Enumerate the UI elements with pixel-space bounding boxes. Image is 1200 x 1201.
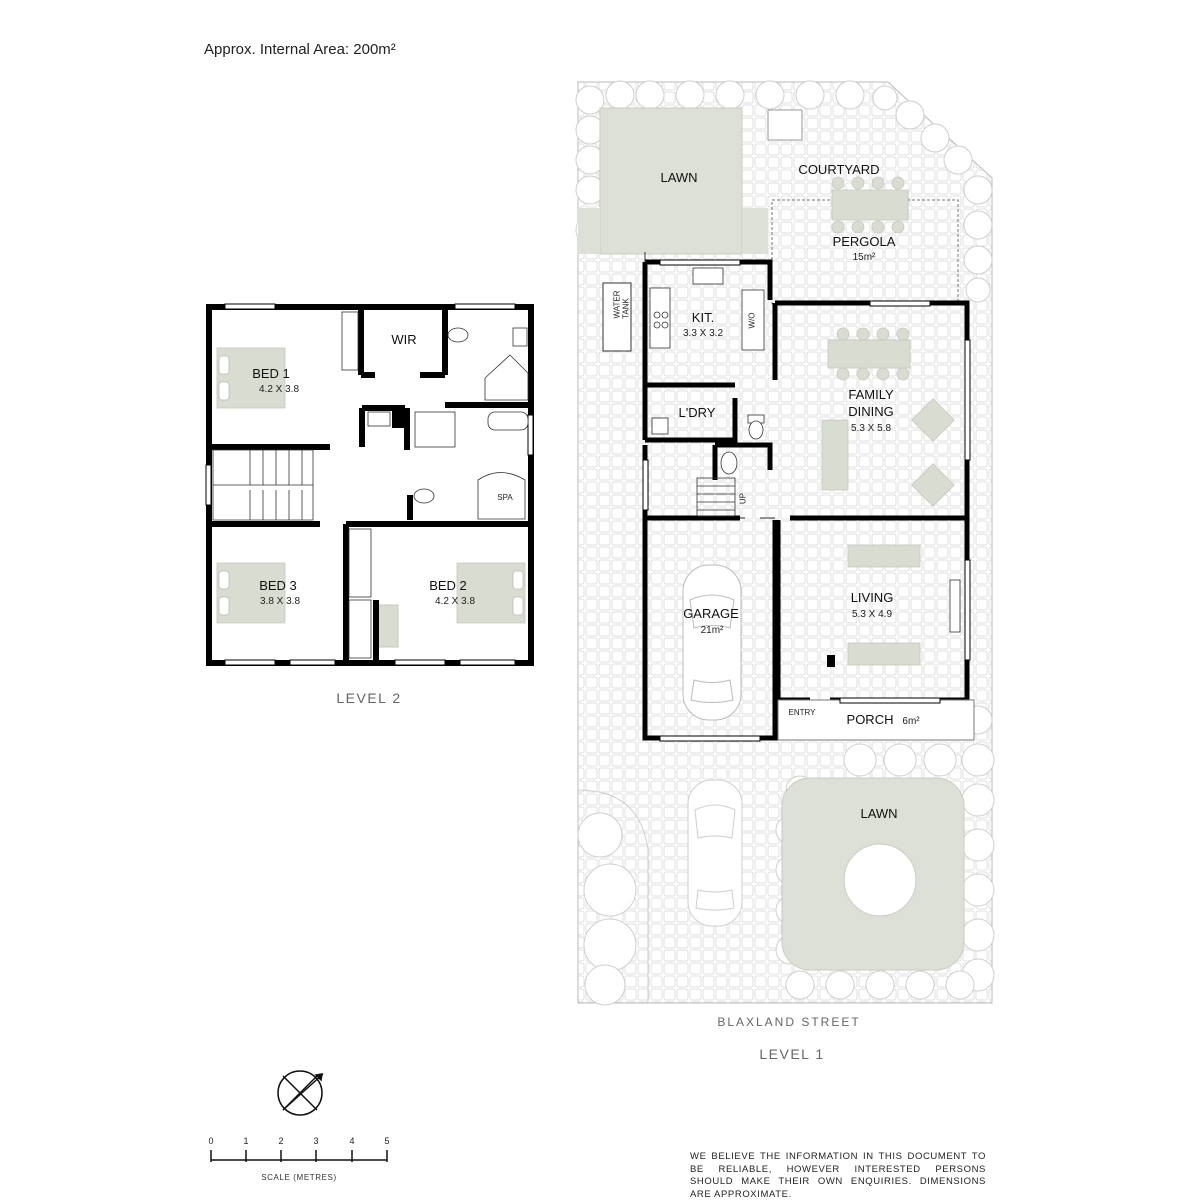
driveway-car: [687, 779, 743, 927]
room-garage-dim: 21m²: [700, 625, 724, 636]
level2-bed-pillows: [218, 355, 524, 616]
room-pergola-label: PERGOLA: [832, 234, 896, 249]
room-kitchen-dim: 3.3 X 3.2: [682, 328, 724, 339]
scale-tick-5: 5: [384, 1136, 390, 1146]
street-name: BLAXLAND STREET: [717, 1015, 861, 1029]
scale-tick-0: 0: [208, 1136, 214, 1146]
family-furniture: [821, 327, 955, 507]
level1-title: LEVEL 1: [759, 1046, 825, 1062]
water-tank-label-1: WATER: [612, 290, 622, 319]
site-boundary: [577, 81, 993, 1004]
room-living-dim: 5.3 X 4.9: [851, 609, 893, 620]
kitchen-fixtures: [649, 267, 765, 351]
laundry-fixtures: [651, 414, 765, 475]
lawn-top-edge-2: [742, 208, 768, 254]
scale-tick-3: 3: [313, 1136, 319, 1146]
water-tank: [602, 282, 632, 352]
room-garage-label: GARAGE: [683, 606, 739, 621]
garden-curve: [577, 789, 649, 1003]
bed2-desk: [377, 604, 399, 648]
room-lawn-top-label: LAWN: [660, 170, 698, 185]
room-entry-label: ENTRY: [788, 708, 816, 717]
disclaimer-text: WE BELIEVE THE INFORMATION IN THIS DOCUM…: [690, 1151, 986, 1200]
room-pergola-dim: 15m²: [852, 252, 876, 263]
room-bed3-label: BED 3: [259, 578, 297, 593]
room-spa-label: SPA: [497, 493, 513, 502]
scale-tick-2: 2: [278, 1136, 284, 1146]
room-wir-label: WIR: [391, 332, 417, 347]
room-bed3-dim: 3.8 X 3.8: [259, 596, 301, 607]
courtyard-table: [831, 176, 909, 234]
scale-caption: SCALE (METRES): [261, 1173, 337, 1182]
stairs-up-label: UP: [738, 492, 748, 505]
lawn-top-edge: [578, 208, 600, 254]
living-post: [827, 655, 835, 667]
wall-oven-label: W/O: [747, 312, 757, 329]
room-courtyard-label: COURTYARD: [798, 162, 880, 177]
level2-windows: [205, 303, 534, 666]
bath-fixtures: [367, 327, 529, 520]
living-furniture: [847, 544, 961, 666]
room-family-dim: 5.3 X 5.8: [850, 423, 892, 434]
lawn-bottom-feature: [843, 843, 917, 917]
internal-area-label: Approx. Internal Area: 200m²: [204, 41, 396, 58]
water-tank-label-2: TANK: [621, 298, 631, 319]
compass: [277, 1070, 324, 1116]
room-lawn-bottom-label: LAWN: [860, 806, 898, 821]
room-porch-label: PORCH: [846, 712, 894, 727]
stairs-level2: [212, 449, 314, 521]
room-family-label-2: DINING: [848, 404, 894, 419]
room-living-label: LIVING: [850, 590, 894, 605]
scale-tick-1: 1: [243, 1136, 249, 1146]
level2-robes: [341, 311, 372, 659]
level2-title: LEVEL 2: [336, 690, 402, 706]
room-bed1-label: BED 1: [252, 366, 290, 381]
level1-site: [575, 80, 995, 1006]
scale-bar: [210, 1150, 388, 1162]
room-porch-dim: 6m²: [902, 716, 920, 727]
room-bed1-dim: 4.2 X 3.8: [258, 384, 300, 395]
level1-thin-walls: [644, 252, 975, 741]
room-laundry-label: L'DRY: [678, 405, 716, 420]
courtyard-planter: [767, 109, 803, 141]
room-bed2-dim: 4.2 X 3.8: [434, 596, 476, 607]
level1-windows: [642, 259, 971, 742]
level2-duct: [392, 408, 404, 428]
scale-tick-4: 4: [349, 1136, 355, 1146]
room-family-label-1: FAMILY: [848, 387, 894, 402]
room-kitchen-label: KIT.: [691, 310, 715, 325]
level2-plan: [205, 303, 534, 666]
stairs-level1: [696, 477, 736, 517]
lawn-top: [599, 107, 743, 255]
garage-car: [682, 564, 742, 721]
room-bed2-label: BED 2: [429, 578, 467, 593]
